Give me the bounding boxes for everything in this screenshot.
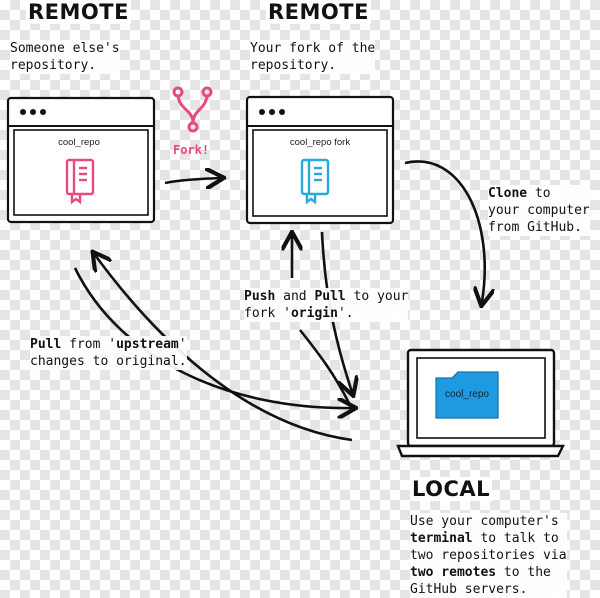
right-remote-description: Your fork of the repository. [250,40,376,74]
pull-upstream-text-2: ' changes to original. [30,337,187,369]
local-desc-text-3: to the GitHub servers. [410,565,551,597]
push-pull-text-3: '. [337,306,354,321]
upstream-keyword: upstream [116,337,179,352]
left-repo-name: cool_repo [58,137,100,148]
local-description: Use your computer's terminal to talk to … [410,513,567,598]
left-remote-heading: REMOTE [26,0,131,24]
local-heading: LOCAL [410,477,493,501]
upstream-pull-arrow [95,255,353,442]
right-remote-heading: REMOTE [266,0,371,24]
left-remote-description: Someone else's repository. [10,40,120,74]
two-remotes-keyword: two remotes [410,565,497,580]
push-pull-text-2: to your fork ' [244,289,409,321]
terminal-keyword: terminal [410,531,473,546]
left-book-icon [65,158,95,205]
pull-upstream-keyword: Pull [30,337,62,352]
right-repo-name: cool_repo fork [289,137,351,148]
fork-arrow [164,178,220,183]
right-book-icon [300,158,330,205]
push-pull-text-1: and [275,289,315,304]
pull-upstream-text-1: from ' [61,337,117,352]
origin-return-arrow [298,329,352,406]
fork-icon [172,86,213,133]
upstream-return-arrow [73,267,352,408]
local-folder-icon [435,371,499,419]
pull-keyword: Pull [314,289,346,304]
clone-arrow [404,160,485,302]
clone-keyword: Clone [488,186,528,201]
origin-keyword: origin [290,306,338,321]
pull-upstream-note: Pull from 'upstream' changes to original… [30,336,187,370]
clone-note: Clone to your computer from GitHub. [488,185,590,236]
push-keyword: Push [244,289,276,304]
local-desc-text-1: Use your computer's [410,514,559,529]
fork-label: Fork! [173,143,210,157]
local-desc-text-2: to talk to two repositories via [410,531,567,563]
clone-text: to your computer from GitHub. [488,186,590,235]
local-repo-name: cool_repo [445,389,489,400]
push-pull-note: Push and Pull to your fork 'origin'. [244,288,409,322]
